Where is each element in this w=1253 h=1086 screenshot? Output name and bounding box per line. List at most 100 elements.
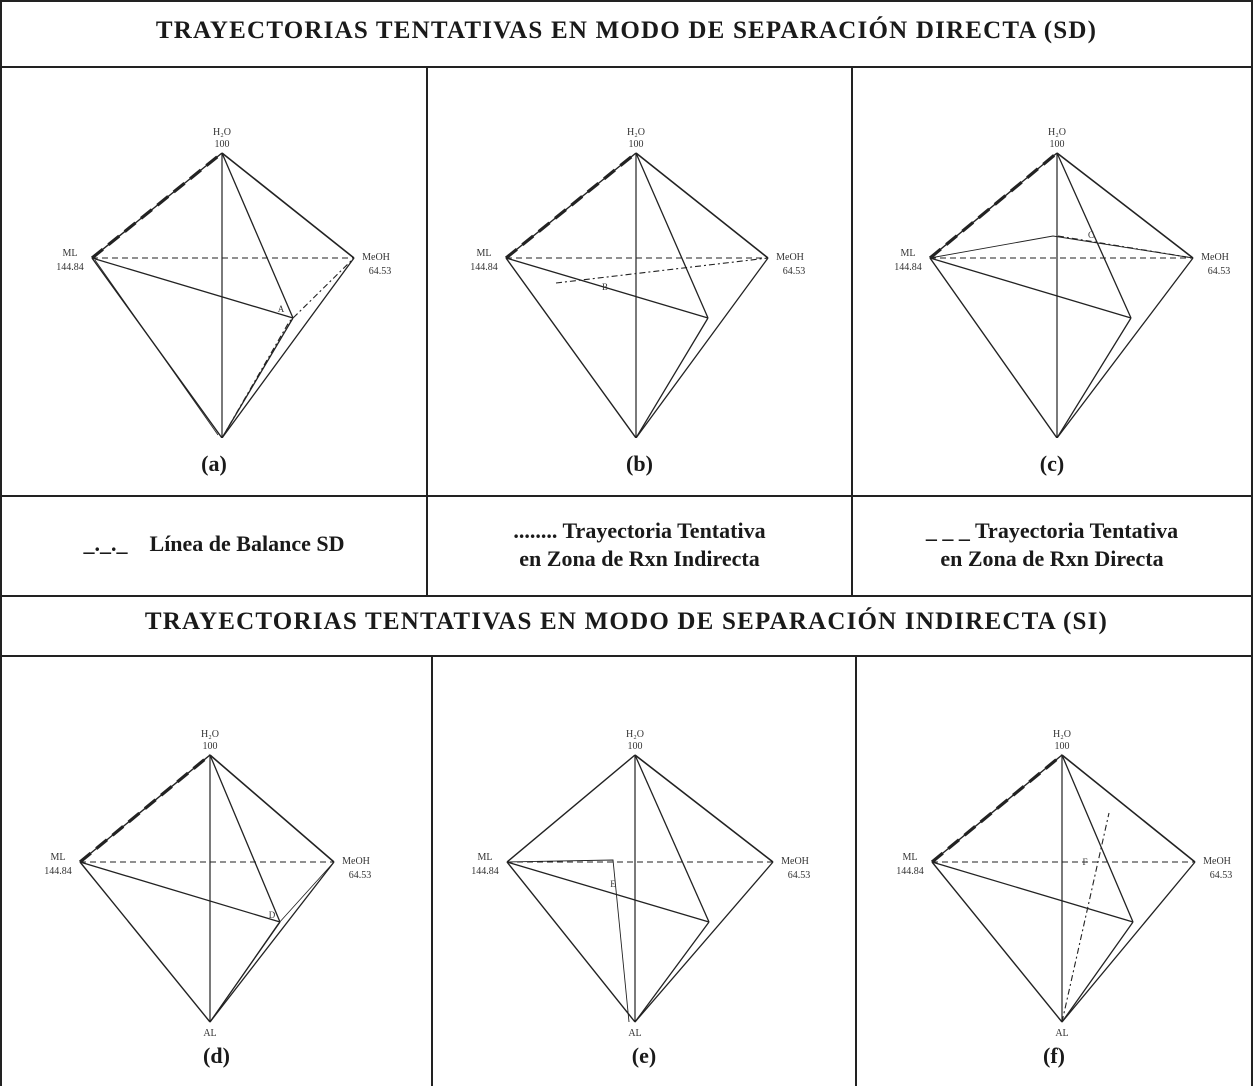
col-divider-2-bottom	[855, 655, 857, 1086]
panel-caption-a: (a)	[201, 451, 227, 476]
si-section-title: TRAYECTORIAS TENTATIVAS EN MODO DE SEPAR…	[144, 608, 1109, 635]
col-divider-2-top	[851, 66, 853, 597]
vertex-bottom-name: AL	[1055, 1028, 1068, 1037]
vertex-right-name: MeOH	[1203, 856, 1231, 867]
edge-meoh-al	[1056, 257, 1194, 438]
border-right	[1251, 0, 1253, 1086]
edge-ml-h2o	[506, 754, 636, 863]
edge-ml-h2o-dashed	[90, 151, 224, 260]
edge-al-interior	[1056, 317, 1132, 438]
edge-meoh-al	[635, 257, 769, 438]
legend-direct: _ _ _ Trayectoria Tentativa en Zona de R…	[853, 517, 1251, 573]
vertex-right-name: MeOH	[1201, 252, 1229, 263]
col-divider-1-top	[426, 66, 428, 597]
legend-balance-symbol: _._._	[83, 531, 128, 556]
vertex-right-value: 64.53	[369, 266, 392, 277]
edge-ml-interior	[91, 257, 294, 319]
edge-ml-interior	[506, 861, 710, 923]
edge-h2o-interior	[634, 754, 710, 923]
edge-h2o-meoh	[1061, 754, 1196, 863]
point-marker: B	[602, 282, 608, 292]
rule-under-legend	[0, 595, 1253, 597]
legend-indirect-line1: ........ Trayectoria Tentativa	[513, 518, 766, 543]
vertex-left-value: 144.84	[44, 866, 72, 877]
vertex-top-value: 100	[1055, 741, 1070, 752]
edge-ml-h2o-dashed	[930, 753, 1064, 864]
vertex-top-name: H₂O	[626, 729, 644, 740]
legend-balance: _._._ Línea de Balance SD	[2, 530, 426, 558]
panel-caption-b: (b)	[626, 451, 653, 476]
rule-under-sd-title	[0, 66, 1253, 68]
col-divider-1-bottom	[431, 655, 433, 1086]
rule-under-si-title	[0, 655, 1253, 657]
border-top	[0, 0, 1253, 2]
vertex-top-value: 100	[215, 139, 230, 150]
edge-al-ml	[931, 861, 1063, 1023]
point-marker: D	[269, 910, 276, 920]
balance-line	[555, 257, 769, 284]
vertex-top-value: 100	[628, 741, 643, 752]
vertex-left-name: ML	[477, 248, 492, 259]
vertex-top-name: H₂O	[1053, 729, 1071, 740]
edge-meoh-al	[634, 861, 774, 1023]
edge-h2o-interior	[1056, 152, 1132, 319]
panel-caption-e: (e)	[631, 1043, 657, 1068]
vertex-top-value: 100	[629, 139, 644, 150]
vertex-right-name: MeOH	[362, 252, 390, 263]
edge-al-ml	[929, 257, 1058, 438]
edge-ml-interior	[931, 861, 1134, 923]
vertex-right-name: MeOH	[781, 856, 809, 867]
vertex-left-value: 144.84	[894, 262, 922, 273]
vertex-right-name: MeOH	[342, 856, 370, 867]
vertex-left-value: 144.84	[896, 866, 924, 877]
trajectory	[929, 235, 1194, 259]
edge-h2o-meoh	[635, 152, 769, 259]
edge-meoh-al	[209, 861, 335, 1023]
legend-indirect: ........ Trayectoria Tentativa en Zona d…	[428, 517, 851, 573]
edge-meoh-al	[221, 257, 355, 438]
edge-meoh-al	[1061, 861, 1196, 1023]
edge-h2o-interior	[635, 152, 709, 319]
vertex-top-name: H₂O	[201, 729, 219, 740]
edge-ml-interior	[929, 257, 1132, 319]
panel-caption-c: (c)	[1039, 451, 1065, 476]
edge-ml-h2o-dashed	[78, 753, 212, 864]
point-marker: F	[1082, 857, 1087, 867]
trajectory	[94, 259, 219, 436]
trajectory	[209, 861, 335, 1023]
panel-caption-d: (d)	[203, 1043, 230, 1068]
rule-above-legend	[0, 495, 1253, 497]
sd-section-title: TRAYECTORIAS TENTATIVAS EN MODO DE SEPAR…	[155, 17, 1098, 44]
vertex-bottom-name: AL	[203, 1028, 216, 1037]
vertex-left-value: 144.84	[470, 262, 498, 273]
vertex-top-value: 100	[203, 741, 218, 752]
border-left	[0, 0, 2, 1086]
edge-al-interior	[1061, 921, 1134, 1023]
vertex-left-name: ML	[901, 248, 916, 259]
vertex-right-value: 64.53	[349, 870, 372, 881]
vertex-right-name: MeOH	[776, 252, 804, 263]
vertex-left-name: ML	[478, 852, 493, 863]
point-marker: A	[278, 304, 285, 314]
vertex-top-name: H₂O	[627, 127, 645, 138]
edge-ml-h2o-dashed	[504, 151, 638, 260]
vertex-right-value: 64.53	[788, 870, 811, 881]
balance-line	[221, 257, 355, 438]
vertex-top-name: H₂O	[1048, 127, 1066, 138]
vertex-right-value: 64.53	[1208, 266, 1231, 277]
balance-line	[1057, 235, 1194, 259]
point-marker: C	[1088, 230, 1094, 240]
edge-al-interior	[634, 921, 710, 1023]
edge-h2o-meoh	[1056, 152, 1194, 259]
vertex-bottom-name: AL	[628, 1028, 641, 1037]
